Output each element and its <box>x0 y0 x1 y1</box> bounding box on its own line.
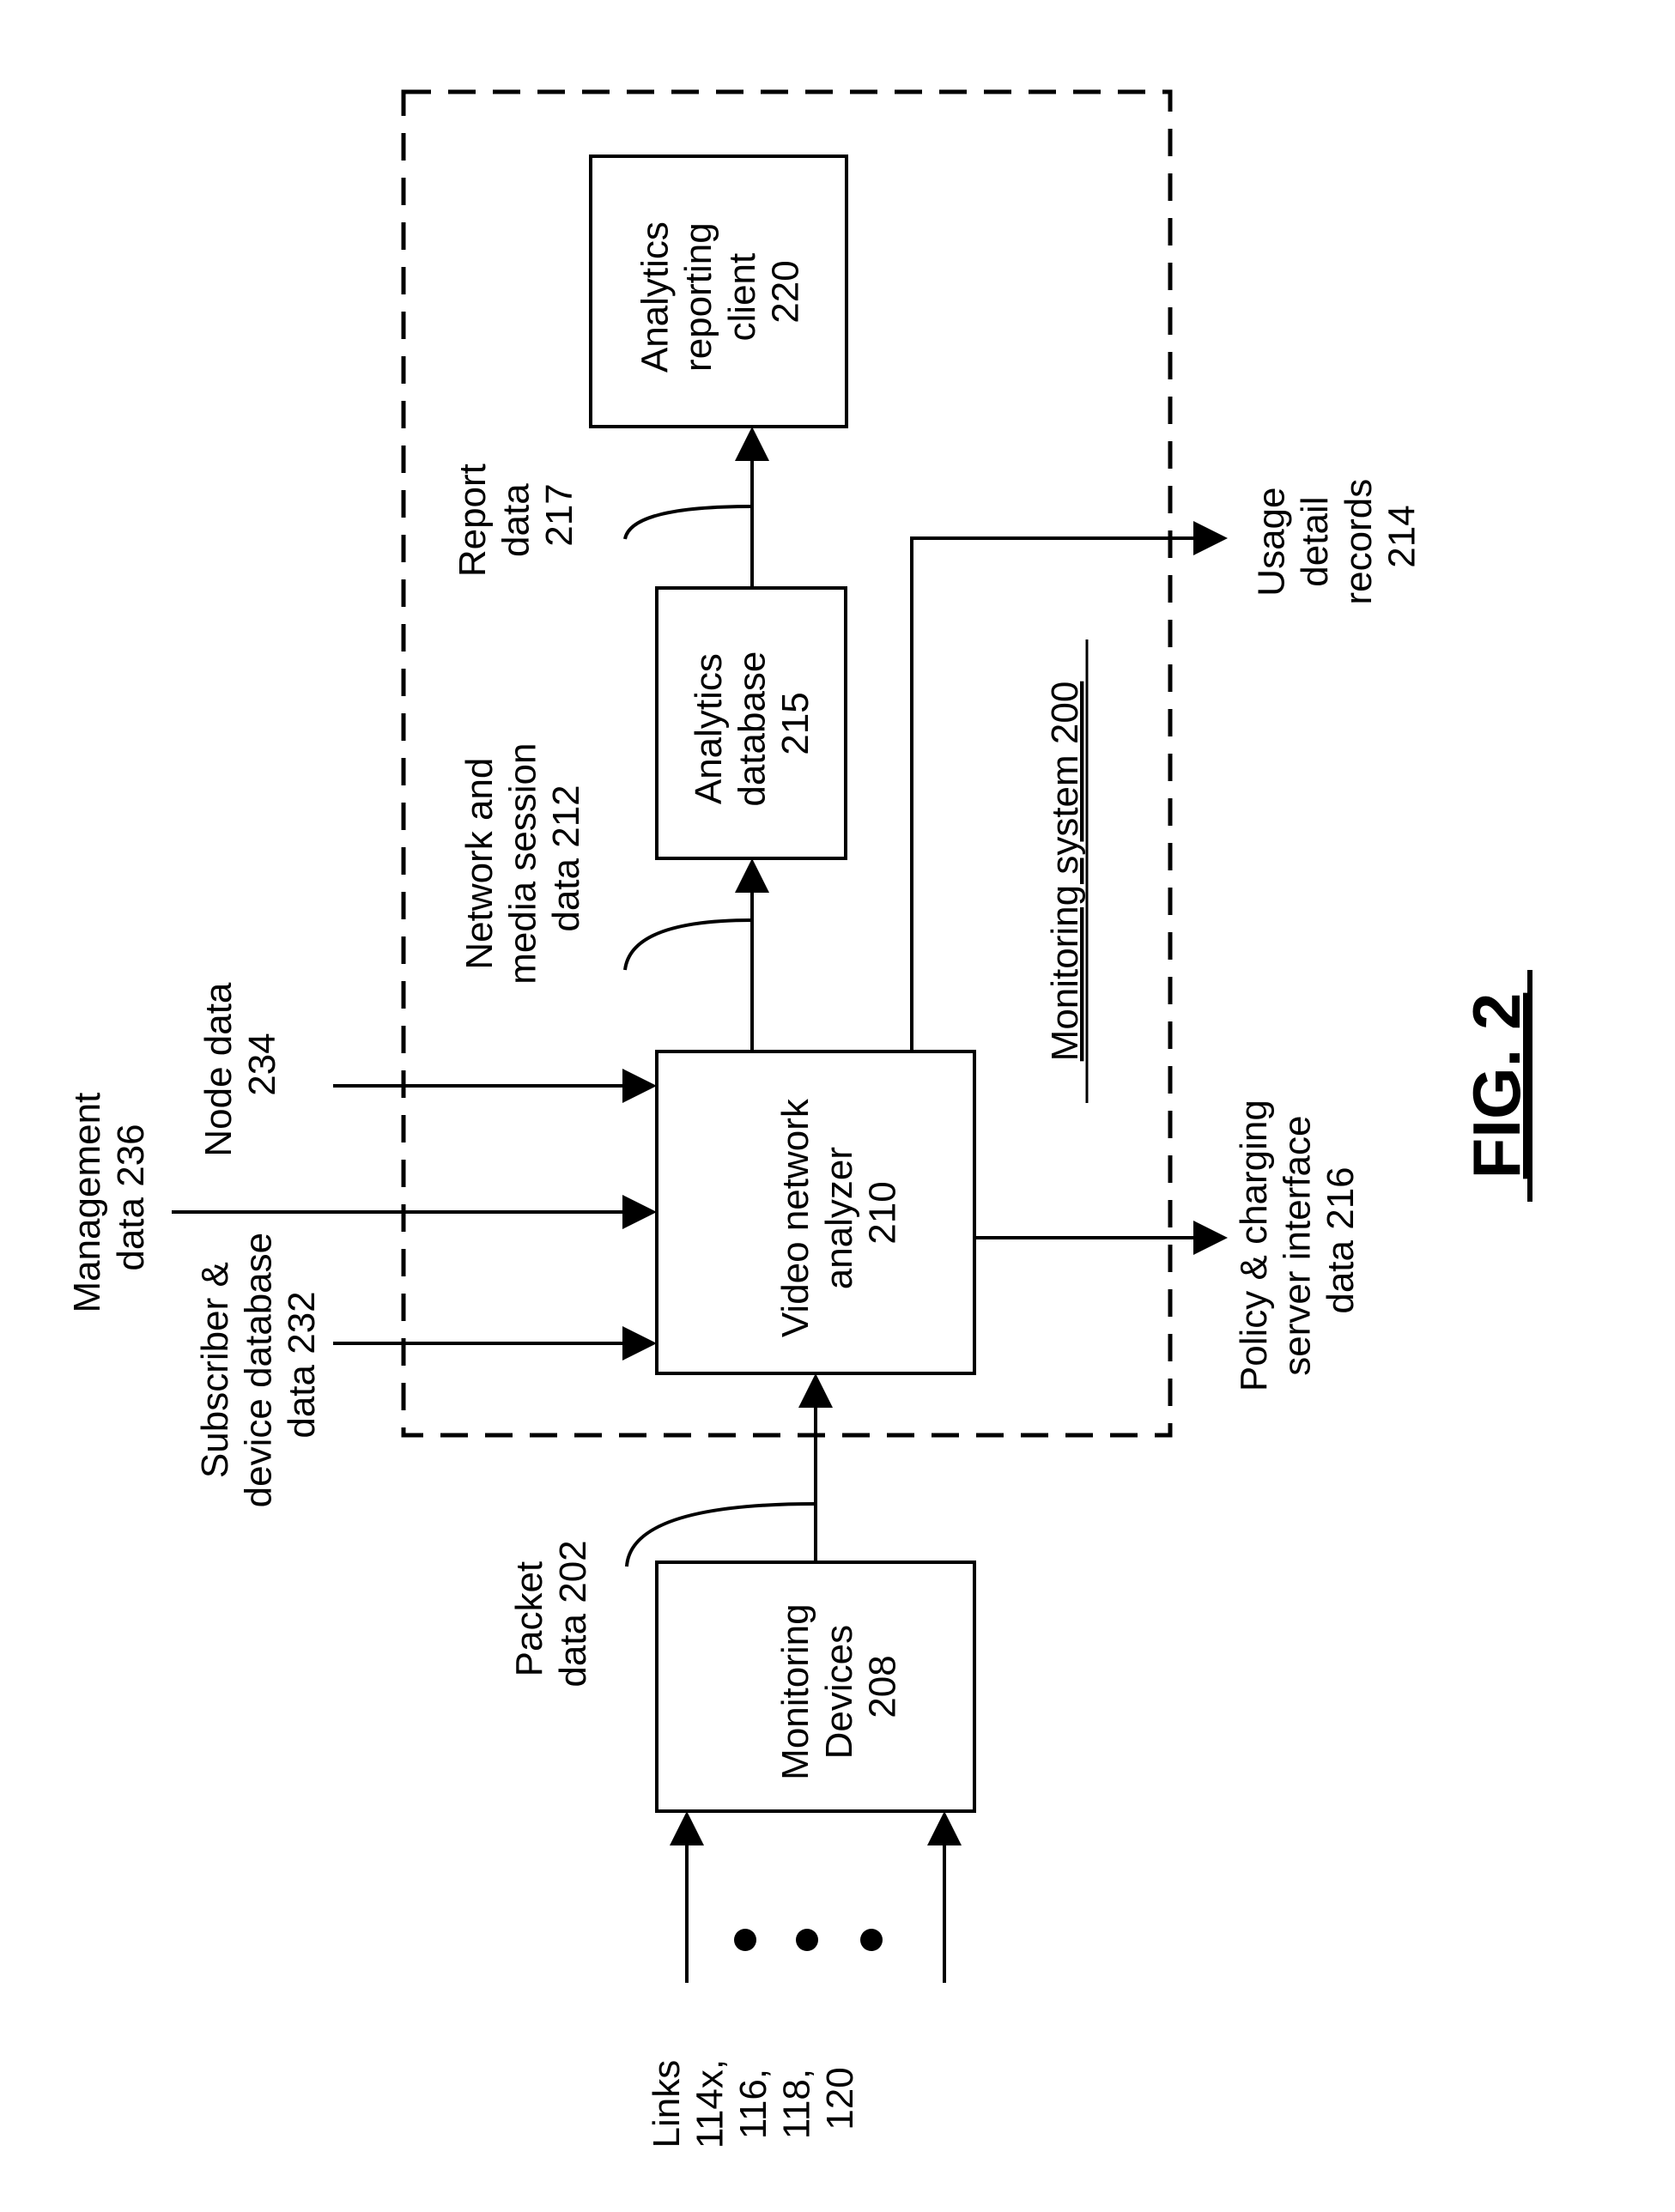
packet-data-label: Packet data 202 <box>508 1540 594 1687</box>
ellipsis-dot-1 <box>734 1929 756 1951</box>
policy-charging-label: Policy & charging server interface data … <box>1233 1089 1362 1391</box>
network-media-data-label: Network and media session data 212 <box>458 732 587 985</box>
ellipsis-dot-2 <box>796 1929 818 1951</box>
report-data-callout <box>625 506 752 539</box>
links-label: Links 114x, 116, 118, 120 <box>646 2049 861 2149</box>
network-media-data-callout <box>625 920 752 970</box>
usage-detail-records-label: Usage detail records 214 <box>1251 469 1423 605</box>
subscriber-data-label: Subscriber & device database data 232 <box>194 1222 323 1508</box>
report-data-label: Report data 217 <box>452 453 580 577</box>
packet-data-callout <box>627 1504 816 1567</box>
management-data-label: Management data 236 <box>66 1082 152 1312</box>
figure-label: FIG. 2 <box>1459 993 1534 1179</box>
monitoring-system-label: Monitoring system 200 <box>1044 682 1086 1062</box>
ellipsis-dot-3 <box>860 1929 883 1951</box>
node-data-label: Node data 234 <box>197 972 283 1156</box>
